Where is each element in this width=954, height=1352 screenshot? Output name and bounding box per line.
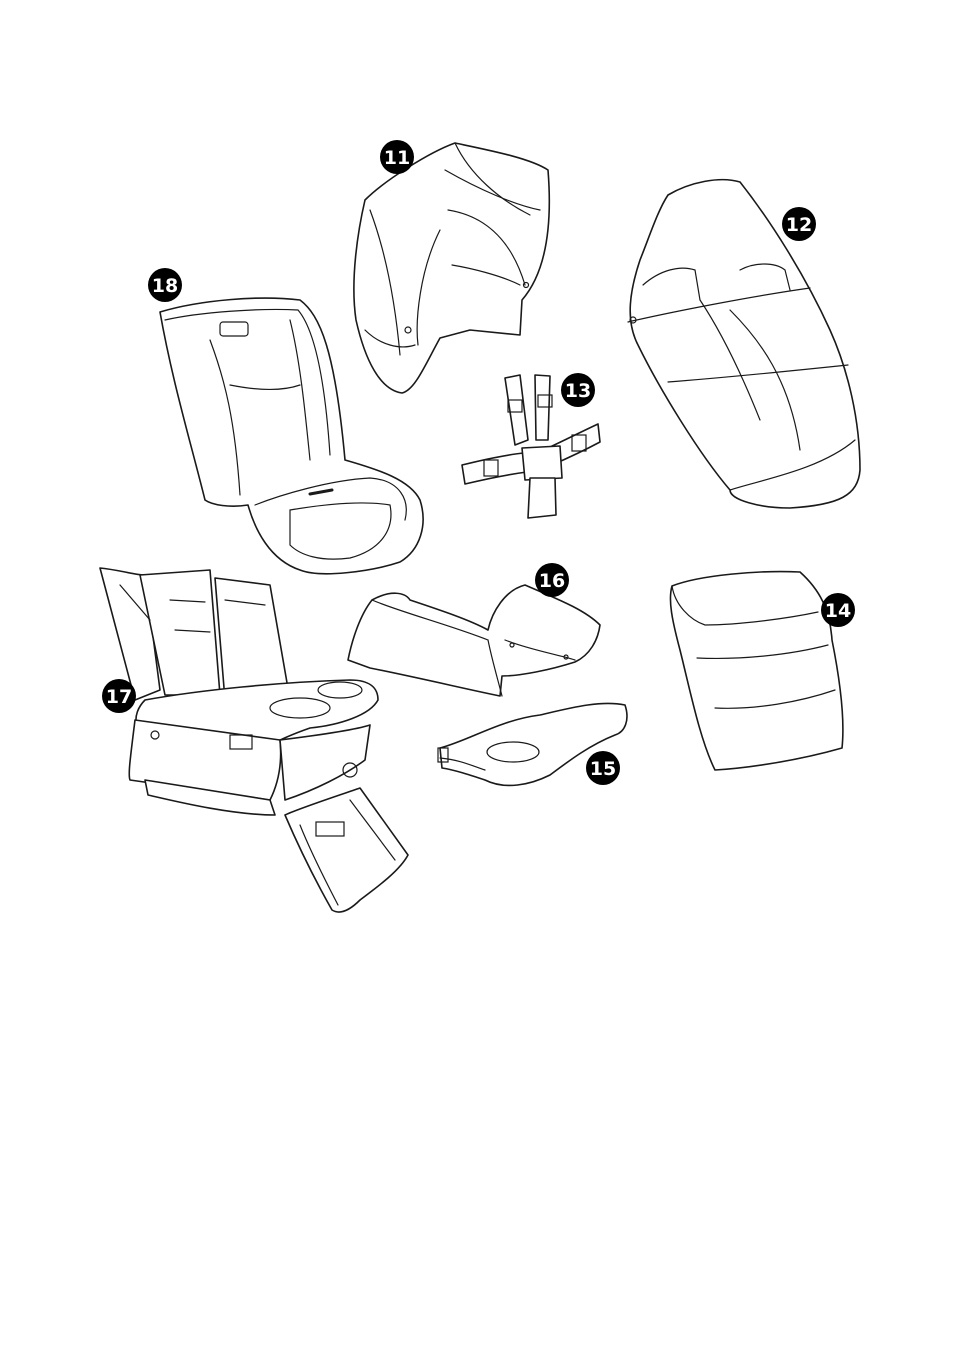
part-badge-14: 14 [821,593,855,627]
part-number-14: 14 [825,600,851,622]
part-badge-15: 15 [586,751,620,785]
part-number-16: 16 [539,570,565,592]
part-number-13: 13 [565,380,591,402]
part-number-15: 15 [590,758,616,780]
part-badge-12: 12 [782,207,816,241]
part-badge-13: 13 [561,373,595,407]
part-number-18: 18 [152,275,178,297]
part-badge-18: 18 [148,268,182,302]
part-badge-17: 17 [102,679,136,713]
part-number-17: 17 [106,686,132,708]
part-number-12: 12 [786,214,812,236]
seat-shell-drawing [348,585,600,696]
cushion-drawing [670,572,842,770]
canopy-drawing [354,143,549,393]
rain-cover-drawing [628,180,860,508]
part-badge-16: 16 [535,563,569,597]
part-badge-11: 11 [380,140,414,174]
part-number-11: 11 [384,147,410,169]
